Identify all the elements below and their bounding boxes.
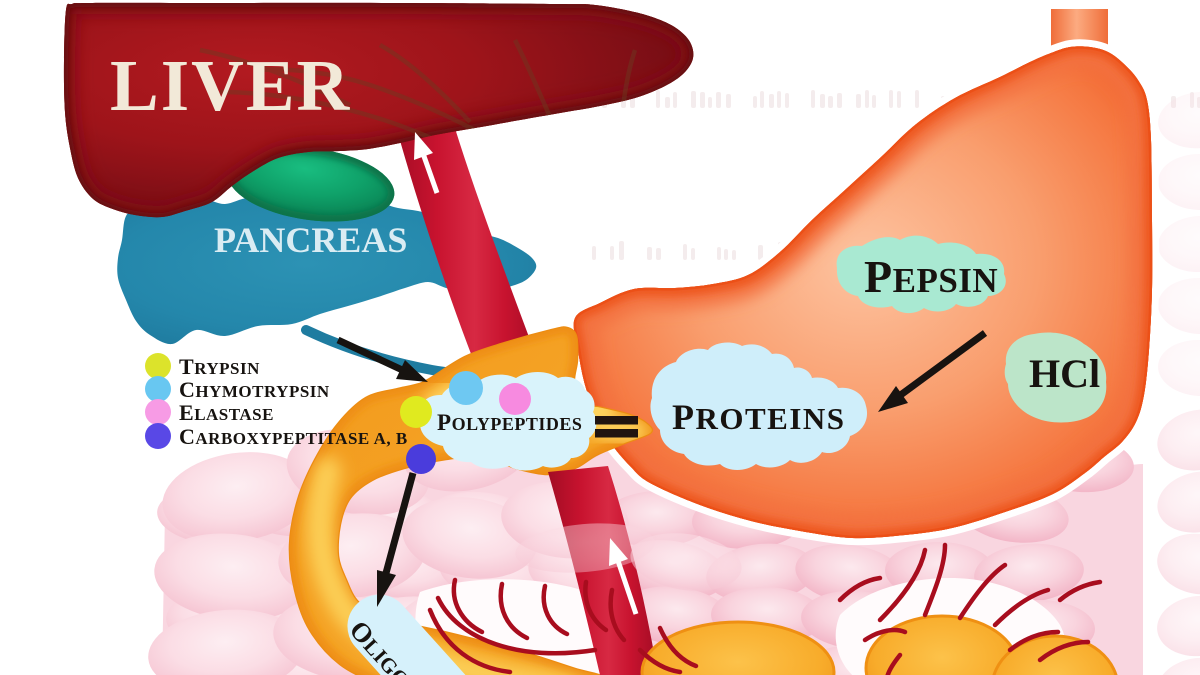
svg-text:CHYMOTRYPSIN: CHYMOTRYPSIN [179,377,330,402]
svg-text:CARBOXYPEPTITASE A, B: CARBOXYPEPTITASE A, B [179,424,408,449]
svg-text:LIVER: LIVER [110,45,351,126]
svg-text:ELASTASE: ELASTASE [179,400,274,425]
svg-text:PEPSIN: PEPSIN [864,251,998,302]
svg-text:POLYPEPTIDES: POLYPEPTIDES [437,410,582,435]
svg-text:HCl: HCl [1029,351,1100,396]
svg-text:PANCREAS: PANCREAS [214,220,407,260]
svg-text:PROTEINS: PROTEINS [672,397,846,437]
svg-text:TRYPSIN: TRYPSIN [179,354,260,379]
